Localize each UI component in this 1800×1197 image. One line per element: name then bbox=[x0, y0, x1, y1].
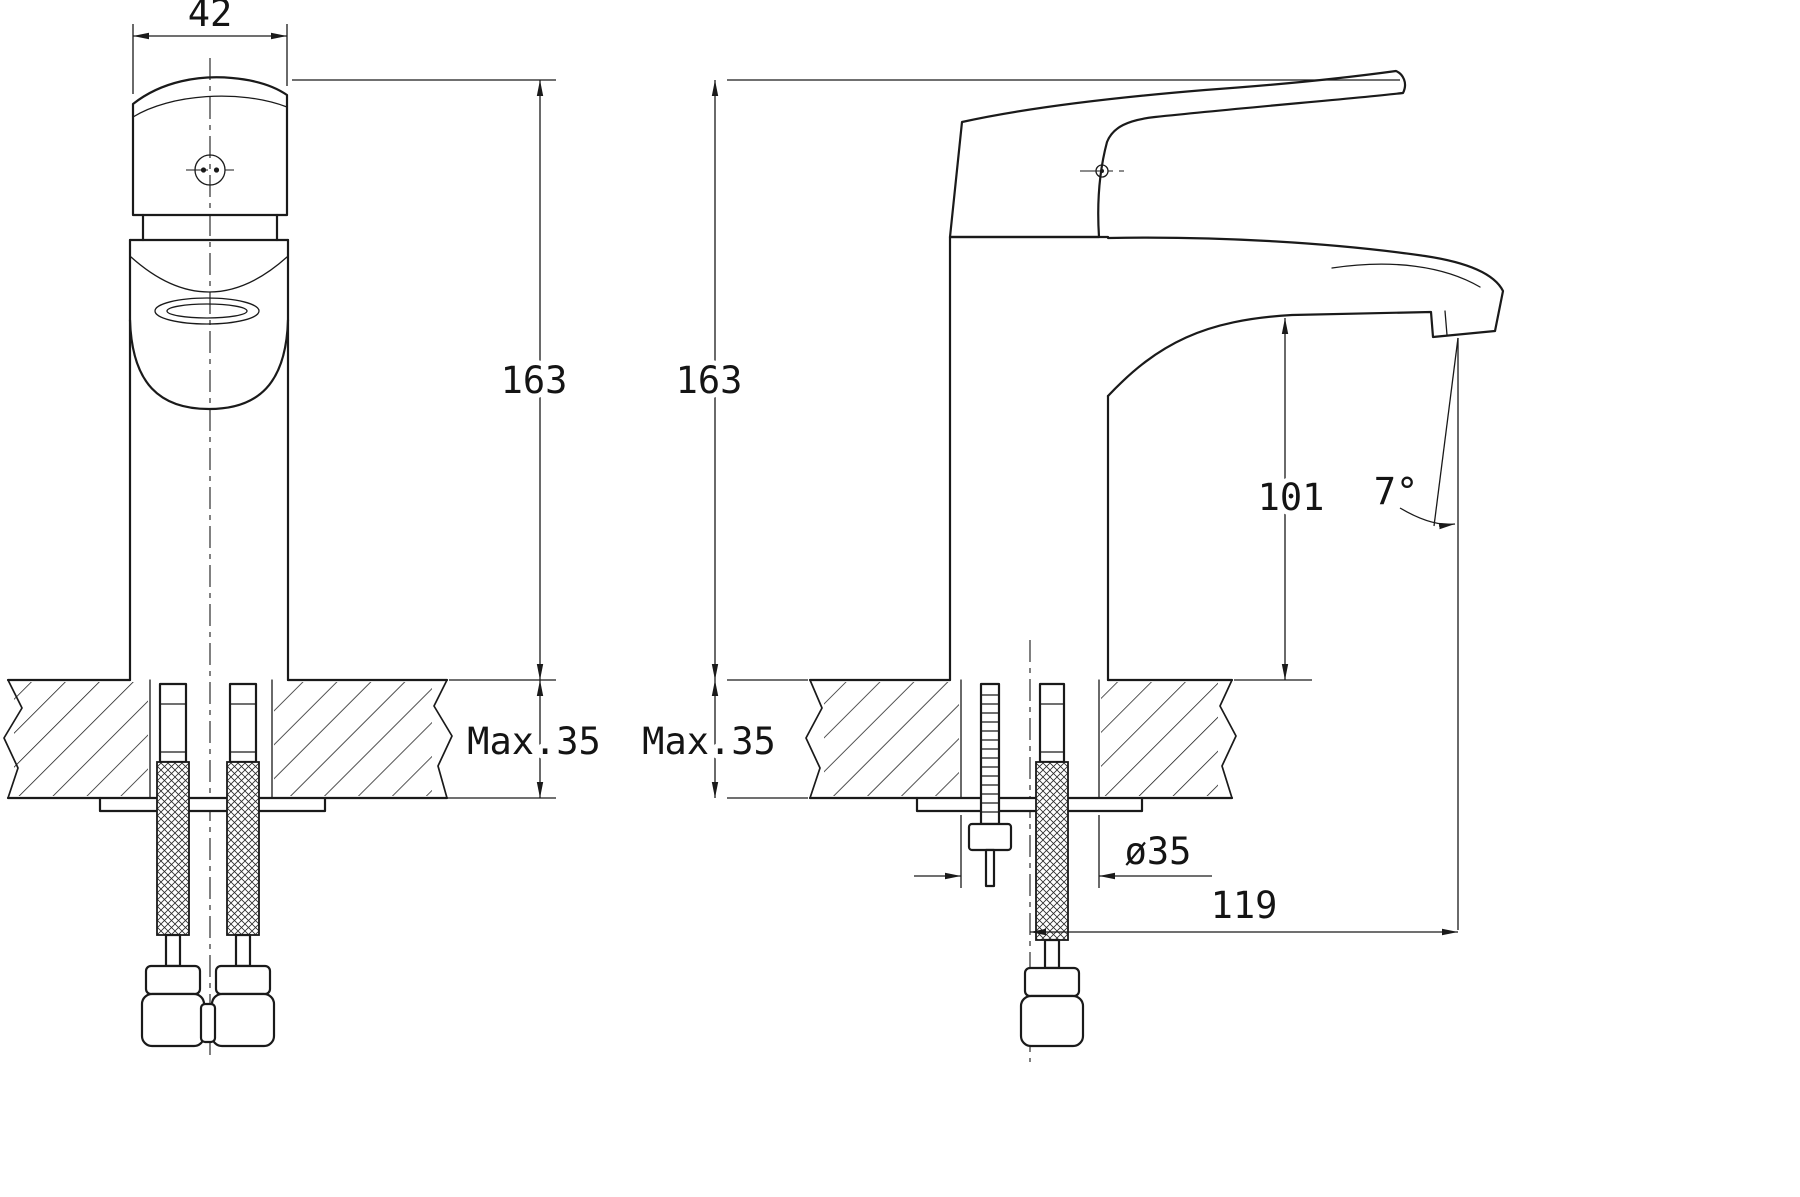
hatch-area-right bbox=[274, 682, 432, 796]
spout-outline bbox=[1106, 236, 1505, 398]
angle-arc bbox=[1399, 507, 1456, 530]
hose-nut-lower bbox=[140, 992, 206, 1048]
hose-nut-upper bbox=[214, 964, 272, 996]
dim-spout-angle: 7° bbox=[1369, 337, 1459, 930]
dim-spout-height-label: 101 bbox=[1258, 476, 1325, 519]
dim-side-height-label: 163 bbox=[676, 359, 743, 402]
spout-front-arc bbox=[130, 256, 288, 293]
dim-top-width: 42 bbox=[132, 0, 288, 94]
hose-nut-upper bbox=[144, 964, 202, 996]
aerator-outer-ellipse bbox=[154, 297, 260, 325]
mounting-hole-walls bbox=[960, 679, 1100, 799]
handle-screw-circle bbox=[194, 154, 226, 186]
hatch-area-left bbox=[824, 682, 959, 796]
dim-side-max-depth: Max.35 bbox=[637, 680, 808, 799]
mounting-hole-walls bbox=[149, 679, 273, 799]
hose-left bbox=[140, 682, 206, 1048]
side-view: 163 Max.35 101 7° ø35 bbox=[637, 69, 1505, 1062]
dim-front-max-depth: Max.35 bbox=[327, 680, 606, 799]
hose-right bbox=[210, 682, 276, 1048]
stud-tip bbox=[984, 848, 996, 888]
dim-spout-height: 101 bbox=[1234, 318, 1329, 681]
side-under-counter bbox=[967, 682, 1085, 1048]
dim-front-max-depth-label: Max.35 bbox=[467, 720, 601, 763]
dim-top-width-label: 42 bbox=[188, 0, 233, 35]
hose-connector-lines bbox=[159, 703, 187, 753]
front-faucet-body bbox=[128, 76, 290, 682]
dim-side-height: 163 bbox=[671, 79, 1400, 681]
hose-nut-lower bbox=[210, 992, 276, 1048]
front-countertop bbox=[3, 678, 453, 813]
front-dimensions: 42 163 Max.35 bbox=[132, 0, 606, 799]
side-hose bbox=[1019, 682, 1085, 1048]
dim-spout-angle-label: 7° bbox=[1374, 470, 1419, 513]
handle-screw-circle bbox=[1095, 164, 1109, 178]
break-line-right bbox=[433, 679, 453, 799]
hose-connector-lines bbox=[229, 703, 257, 753]
front-view: 42 163 Max.35 bbox=[3, 0, 606, 1058]
screw-dot-left bbox=[200, 167, 207, 173]
extension-lines bbox=[727, 79, 1400, 681]
hose-tube bbox=[164, 933, 182, 968]
hose-connector-lines bbox=[1039, 703, 1065, 753]
dim-side-max-depth-label: Max.35 bbox=[642, 720, 776, 763]
hose-connector bbox=[158, 682, 188, 764]
screw-dot-right bbox=[213, 167, 220, 173]
hose-tube bbox=[1043, 938, 1061, 970]
mounting-flange bbox=[98, 796, 327, 813]
side-dimensions: 163 Max.35 101 7° ø35 bbox=[637, 79, 1459, 936]
hose-braid bbox=[1035, 761, 1069, 941]
aerator-edge-line bbox=[1444, 310, 1448, 336]
mounting-flange bbox=[915, 796, 1144, 813]
hatch-area-right bbox=[1101, 682, 1218, 796]
screw-dot bbox=[1100, 169, 1104, 173]
stud-threads bbox=[982, 694, 998, 813]
break-line-left bbox=[805, 679, 823, 799]
hose-braid bbox=[156, 761, 190, 936]
hose-coupler bbox=[199, 1002, 217, 1044]
side-faucet-body bbox=[948, 69, 1505, 682]
hose-braid bbox=[226, 761, 260, 936]
spout-chin-curve bbox=[128, 318, 290, 411]
handle-cap-outline bbox=[131, 76, 289, 217]
break-line-right bbox=[1219, 679, 1237, 799]
dim-hole-diameter: ø35 bbox=[914, 815, 1212, 888]
spout-wave-line bbox=[1331, 263, 1481, 288]
hose-connector bbox=[1038, 682, 1066, 764]
dim-spout-reach: 119 bbox=[1030, 879, 1458, 936]
stud-nut bbox=[967, 822, 1013, 852]
dim-front-height: 163 bbox=[292, 79, 572, 681]
aerator-inner-ellipse bbox=[166, 303, 248, 319]
hose-tube bbox=[234, 933, 252, 968]
angle-slant-line bbox=[1433, 337, 1459, 527]
hatch-area-left bbox=[14, 682, 148, 796]
front-supply-hoses bbox=[140, 682, 276, 1048]
hose-nut-lower bbox=[1019, 994, 1085, 1048]
side-countertop bbox=[805, 678, 1237, 813]
handle-lever-outline bbox=[948, 69, 1407, 239]
mounting-stud bbox=[967, 682, 1013, 888]
hose-nut-upper bbox=[1023, 966, 1081, 998]
neck-edges bbox=[141, 213, 279, 242]
handle-cap-inner-edge bbox=[132, 95, 288, 118]
dim-hole-diameter-label: ø35 bbox=[1125, 830, 1192, 873]
break-line-left bbox=[3, 679, 23, 799]
body-side-edges bbox=[128, 238, 290, 682]
dim-spout-reach-label: 119 bbox=[1211, 884, 1278, 927]
dim-front-height-label: 163 bbox=[501, 359, 568, 402]
hose-connector bbox=[228, 682, 258, 764]
body-side-edges bbox=[948, 235, 1110, 682]
